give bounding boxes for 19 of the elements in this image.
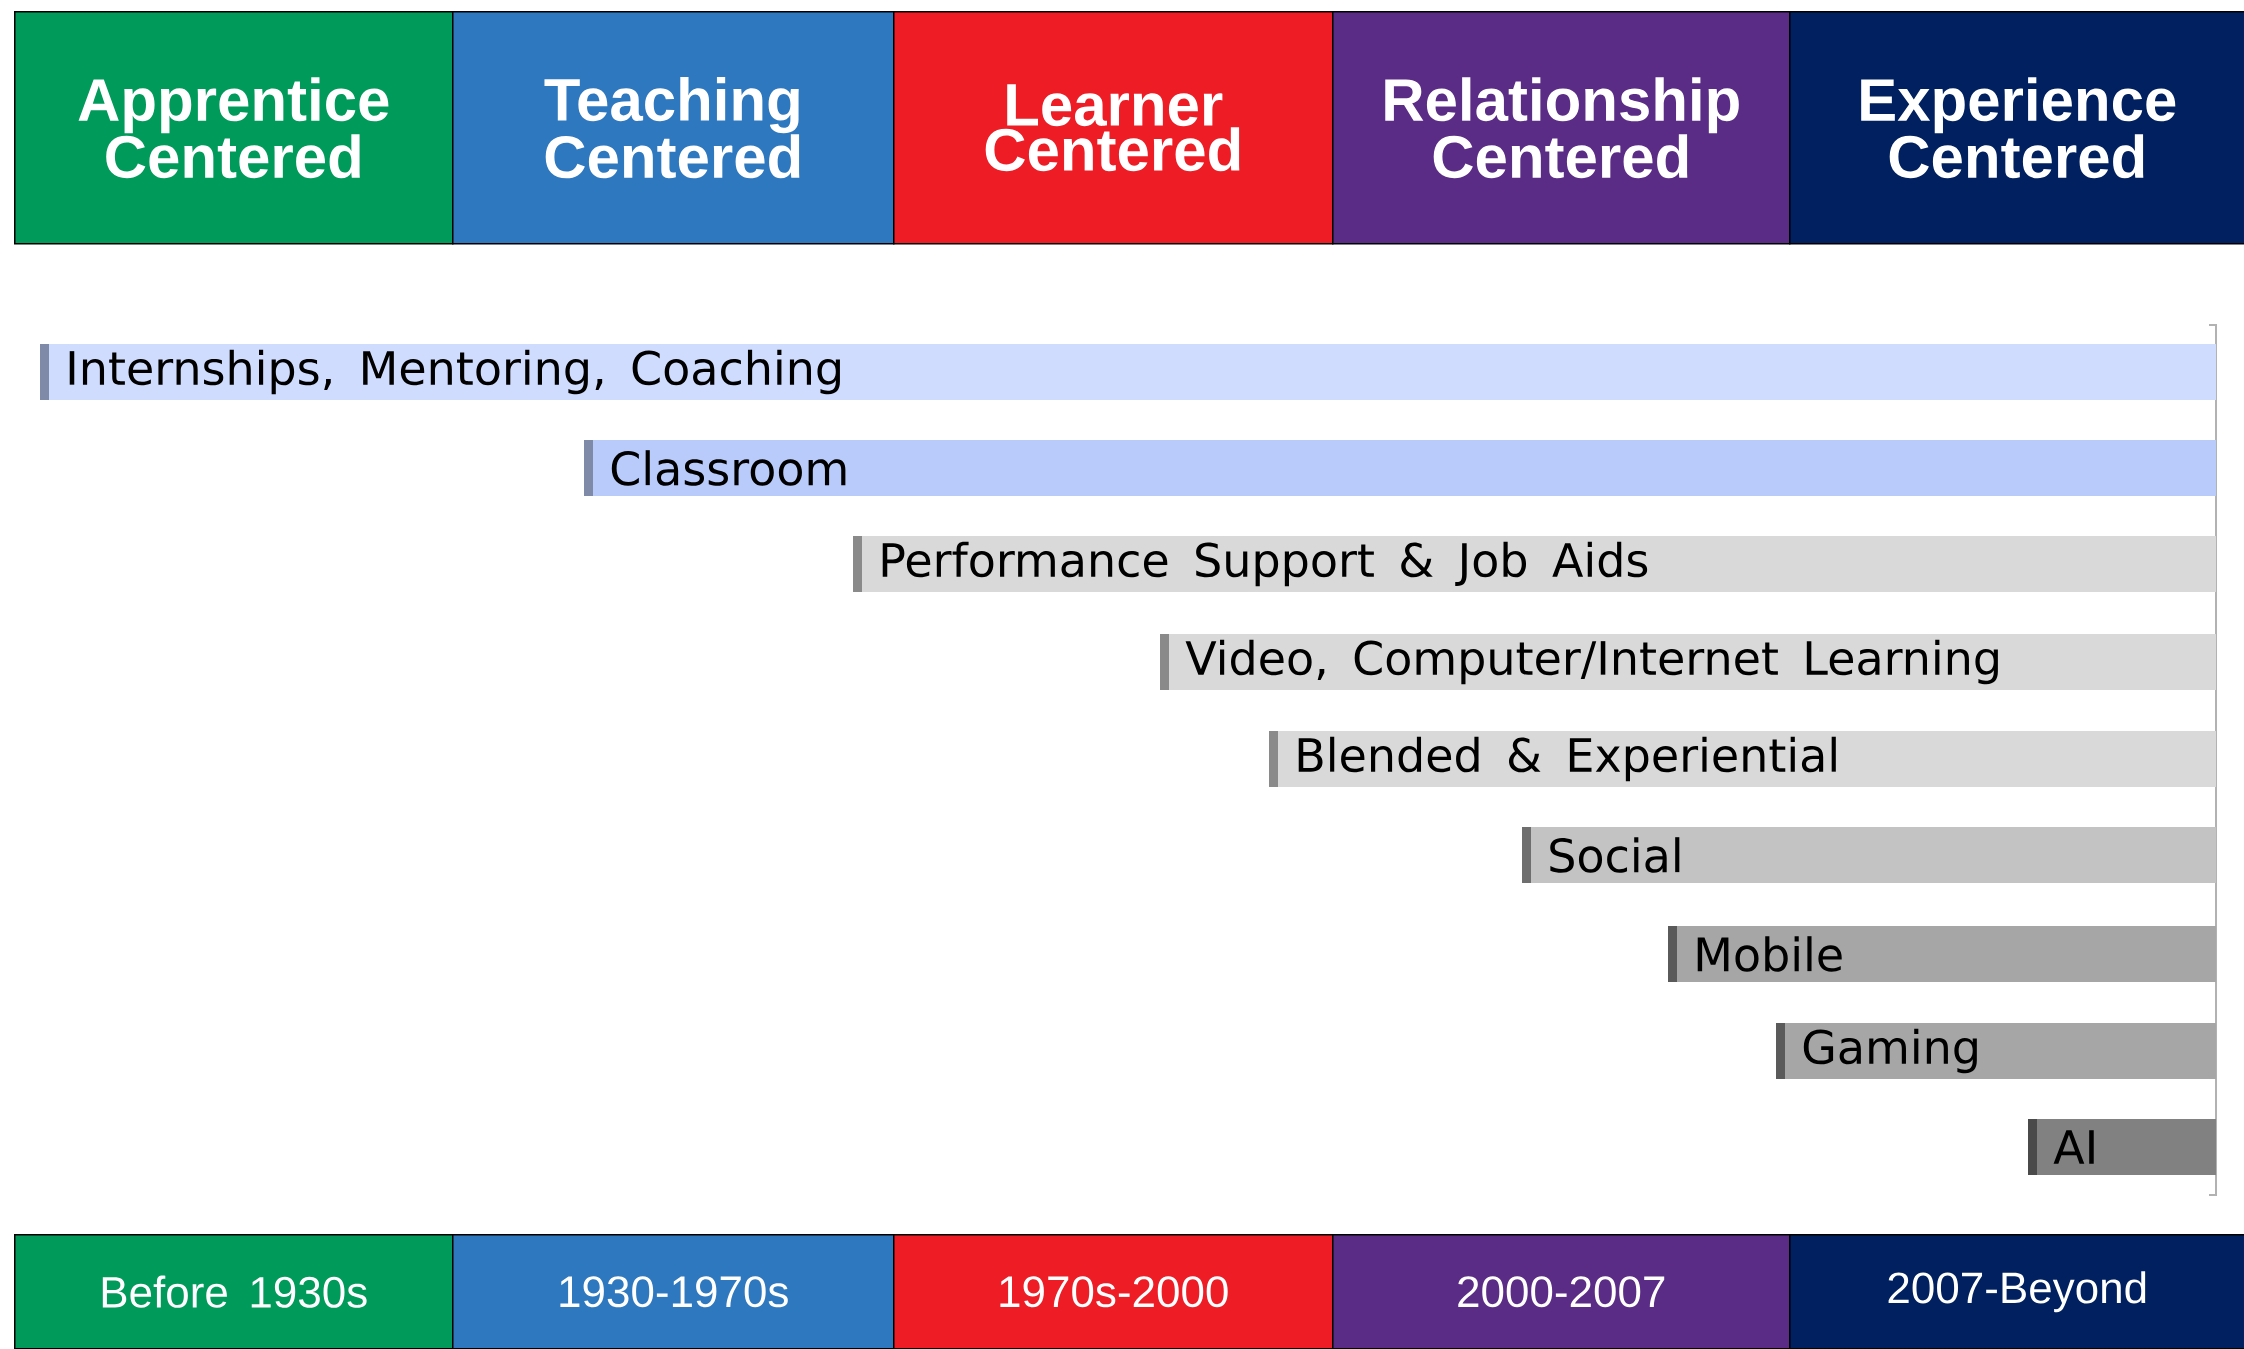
period-header: Apprentice Centered bbox=[14, 11, 454, 245]
period-label: Before 1930s bbox=[14, 1234, 454, 1349]
timeline-bar: Gaming bbox=[1776, 1023, 2216, 1079]
timeline-bar: Performance Support & Job Aids bbox=[853, 536, 2216, 592]
timeline-bar: Video, Computer/Internet Learning bbox=[1160, 634, 2216, 690]
timeline-bar: Blended & Experiential bbox=[1269, 731, 2216, 787]
timeline-bar: Social bbox=[1522, 827, 2216, 883]
period-header: Teaching Centered bbox=[452, 11, 895, 245]
period-header: Experience Centered bbox=[1789, 11, 2244, 245]
timeline-bar: Internships, Mentoring, Coaching bbox=[40, 344, 2216, 400]
period-label: 1930-1970s bbox=[452, 1234, 895, 1349]
period-label: 2000-2007 bbox=[1332, 1234, 1791, 1349]
period-label: 2007-Beyond bbox=[1789, 1234, 2244, 1349]
timeline-bar: Classroom bbox=[584, 440, 2216, 496]
timeline-bar: AI bbox=[2028, 1119, 2216, 1175]
period-header: Relationship Centered bbox=[1332, 11, 1791, 245]
timeline-bar: Mobile bbox=[1668, 926, 2216, 982]
period-label: 1970s-2000 bbox=[893, 1234, 1334, 1349]
period-header: Learner Centered bbox=[893, 11, 1334, 245]
